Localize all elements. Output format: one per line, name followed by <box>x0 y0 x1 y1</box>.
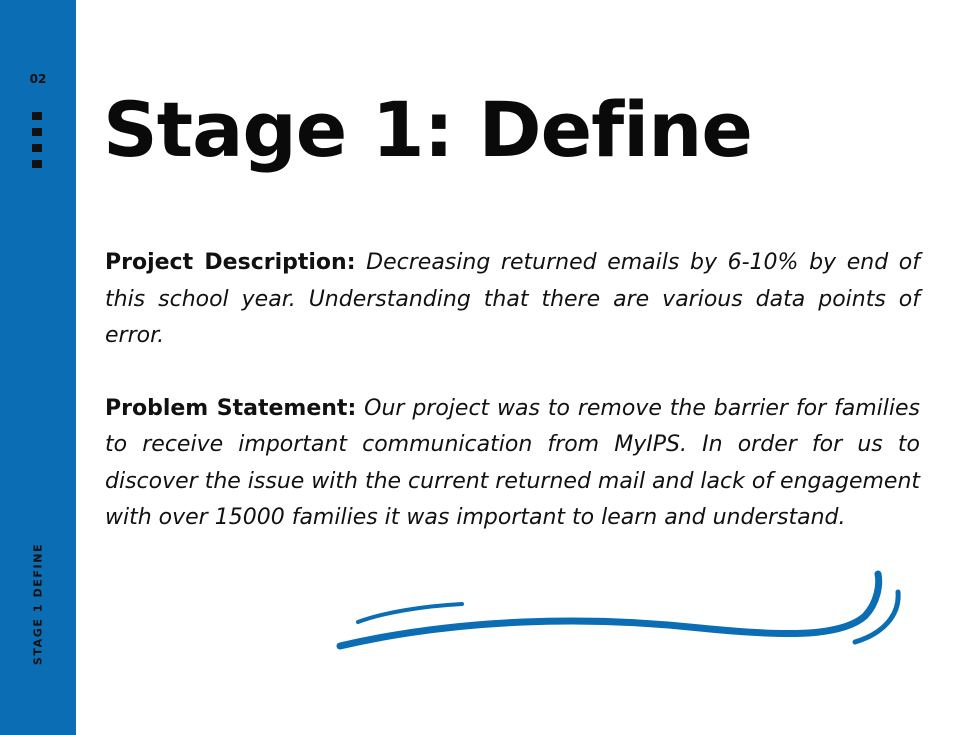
vertical-dots-icon <box>32 112 44 176</box>
problem-statement-text: Our project was to remove the barrier fo… <box>105 395 921 531</box>
dot <box>32 144 42 152</box>
swoosh-stroke-main <box>336 570 883 650</box>
problem-statement: Problem Statement: Our project was to re… <box>105 391 920 537</box>
problem-statement-label: Problem Statement: <box>105 395 357 421</box>
project-description-label: Project Description: <box>105 250 356 275</box>
swoosh-stroke-tail <box>852 589 901 645</box>
slide-content: Project Description: Decreasing returned… <box>105 245 920 573</box>
project-description: Project Description: Decreasing returned… <box>105 245 920 355</box>
sidebar: 02 STAGE 1 DEFINE <box>0 0 76 735</box>
slide-title: Stage 1: Define <box>103 85 753 174</box>
project-description-text: Decreasing returned emails by 6-10% by e… <box>105 250 921 348</box>
dot <box>32 128 42 136</box>
swoosh-stroke-upper <box>356 602 464 624</box>
dot <box>32 112 42 120</box>
page-number: 02 <box>29 72 47 86</box>
brush-swoosh-decoration <box>336 570 901 650</box>
section-label: STAGE 1 DEFINE <box>31 542 45 666</box>
dot <box>32 160 42 168</box>
